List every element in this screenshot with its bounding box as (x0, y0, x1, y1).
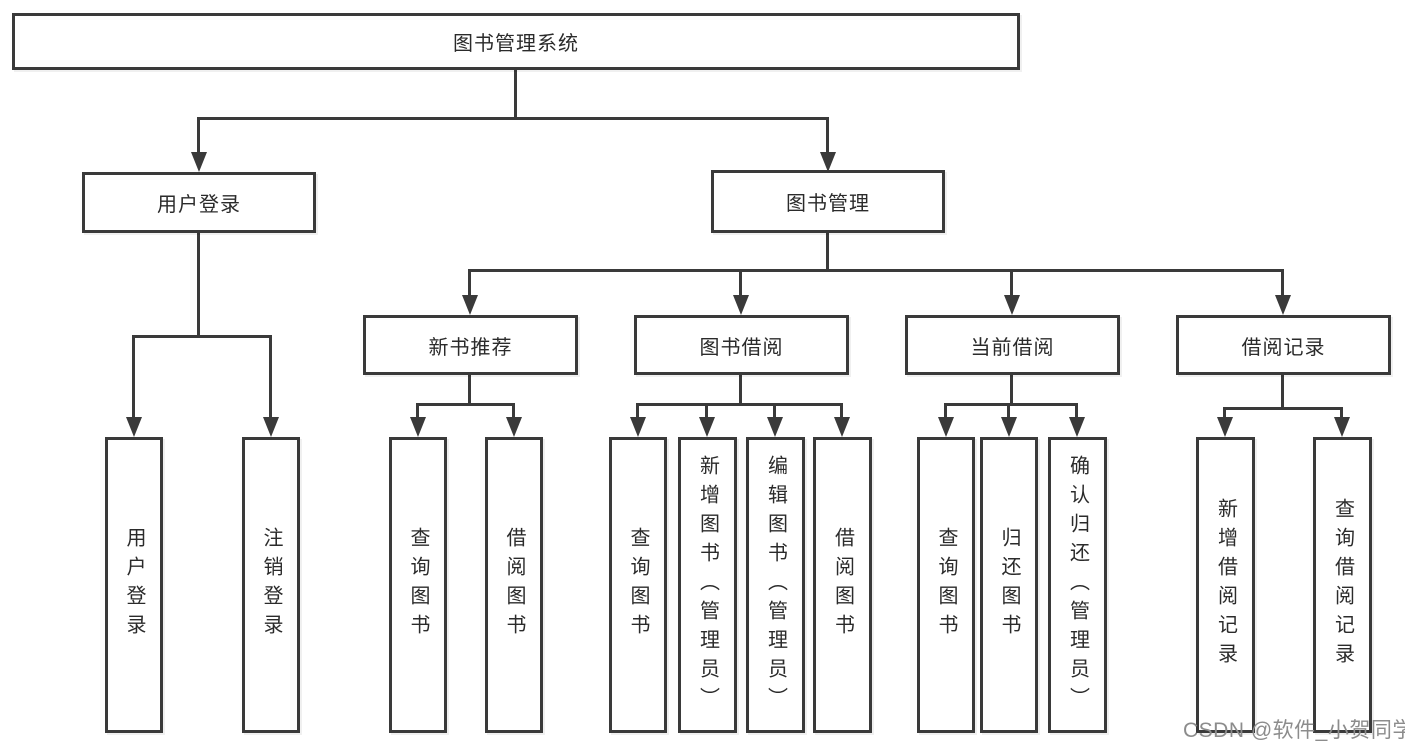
connector-newbooks-bus (416, 403, 515, 406)
connector-drop (1075, 403, 1078, 420)
node-label: 确认归还（管理员） (1066, 454, 1089, 716)
connector-drop (840, 403, 843, 420)
arrow-down-icon (820, 152, 836, 172)
connector-drop (1281, 269, 1284, 299)
connector-drop (1010, 269, 1013, 299)
arrow-down-icon (699, 417, 715, 437)
node-book-management: 图书管理 (711, 170, 945, 233)
csdn-watermark: CSDN @软件_小贺同学 (1183, 719, 1405, 742)
connector-root-stem (514, 70, 517, 119)
connector-userlogin-bus (132, 335, 272, 338)
connector-drop (739, 269, 742, 299)
node-label: 用户登录 (157, 194, 241, 216)
node-label: 借阅记录 (1241, 336, 1326, 359)
node-label: 查询图书 (407, 527, 429, 643)
leaf-logout: 注销登录 (242, 437, 300, 733)
leaf-borrow-books-recommend: 借阅图书 (485, 437, 543, 733)
connector-drop-book-mgmt (826, 117, 829, 155)
node-new-book-recommend: 新书推荐 (363, 315, 578, 375)
connector-current-stem (1010, 375, 1013, 406)
arrow-down-icon (410, 417, 426, 437)
node-label: 归还图书 (998, 527, 1020, 643)
connector-drop (269, 335, 272, 419)
connector-drop (944, 403, 947, 420)
connector-userlogin-stem (197, 233, 200, 337)
connector-drop (636, 403, 639, 420)
arrow-down-icon (938, 417, 954, 437)
connector-bookmgmt-stem (826, 233, 829, 272)
node-label: 编辑图书（管理员） (764, 454, 787, 716)
arrow-down-icon (834, 417, 850, 437)
node-user-login-branch: 用户登录 (82, 172, 316, 233)
connector-drop (773, 403, 776, 420)
connector-records-stem (1281, 375, 1284, 410)
node-label: 查询图书 (935, 527, 957, 643)
leaf-edit-books-admin: 编辑图书（管理员） (746, 437, 805, 733)
connector-drop (468, 269, 471, 299)
connector-borrow-stem (739, 375, 742, 406)
connector-drop (512, 403, 515, 420)
node-label: 查询借阅记录 (1331, 498, 1354, 672)
arrow-down-icon (1001, 417, 1017, 437)
node-label: 新书推荐 (428, 336, 513, 359)
arrow-down-icon (1275, 295, 1291, 315)
arrow-down-icon (191, 152, 207, 172)
connector-drop (1007, 403, 1010, 420)
leaf-add-borrow-record: 新增借阅记录 (1196, 437, 1255, 733)
leaf-return-books: 归还图书 (980, 437, 1038, 733)
connector-newbooks-stem (468, 375, 471, 406)
node-book-borrow: 图书借阅 (634, 315, 849, 375)
connector-records-bus (1223, 407, 1343, 410)
node-current-borrow: 当前借阅 (905, 315, 1120, 375)
leaf-borrow-books: 借阅图书 (813, 437, 872, 733)
leaf-query-books-recommend: 查询图书 (389, 437, 447, 733)
node-label: 查询图书 (627, 527, 649, 643)
arrow-down-icon (1004, 295, 1020, 315)
connector-borrow-bus (636, 403, 843, 406)
leaf-user-login: 用户登录 (105, 437, 163, 733)
arrow-down-icon (767, 417, 783, 437)
leaf-query-books-borrow: 查询图书 (609, 437, 667, 733)
node-label: 用户登录 (123, 527, 145, 643)
connector-drop (705, 403, 708, 420)
connector-drop (1223, 407, 1226, 420)
arrow-down-icon (1217, 417, 1233, 437)
arrow-down-icon (733, 295, 749, 315)
connector-drop (416, 403, 419, 420)
arrow-down-icon (126, 417, 142, 437)
arrow-down-icon (1334, 417, 1350, 437)
arrow-down-icon (1069, 417, 1085, 437)
node-label: 图书管理系统 (453, 33, 579, 55)
connector-drop-user-login (197, 117, 200, 155)
leaf-query-books-current: 查询图书 (917, 437, 975, 733)
node-label: 注销登录 (260, 527, 282, 643)
node-label: 借阅图书 (831, 527, 854, 643)
arrow-down-icon (506, 417, 522, 437)
node-borrow-records: 借阅记录 (1176, 315, 1391, 375)
node-label: 图书管理 (786, 193, 870, 215)
connector-drop (132, 335, 135, 419)
arrow-down-icon (630, 417, 646, 437)
node-label: 图书借阅 (699, 336, 784, 359)
connector-bookmgmt-bus (468, 269, 1284, 272)
connector-drop (1340, 407, 1343, 420)
node-label: 新增借阅记录 (1214, 498, 1237, 672)
arrow-down-icon (462, 295, 478, 315)
leaf-query-borrow-record: 查询借阅记录 (1313, 437, 1372, 733)
node-label: 当前借阅 (970, 336, 1055, 359)
leaf-add-books-admin: 新增图书（管理员） (678, 437, 737, 733)
leaf-confirm-return-admin: 确认归还（管理员） (1048, 437, 1107, 733)
arrow-down-icon (263, 417, 279, 437)
connector-current-bus (944, 403, 1078, 406)
node-label: 借阅图书 (503, 527, 525, 643)
node-label: 新增图书（管理员） (696, 454, 719, 716)
connector-root-bus (197, 117, 829, 120)
node-root-system: 图书管理系统 (12, 13, 1020, 70)
